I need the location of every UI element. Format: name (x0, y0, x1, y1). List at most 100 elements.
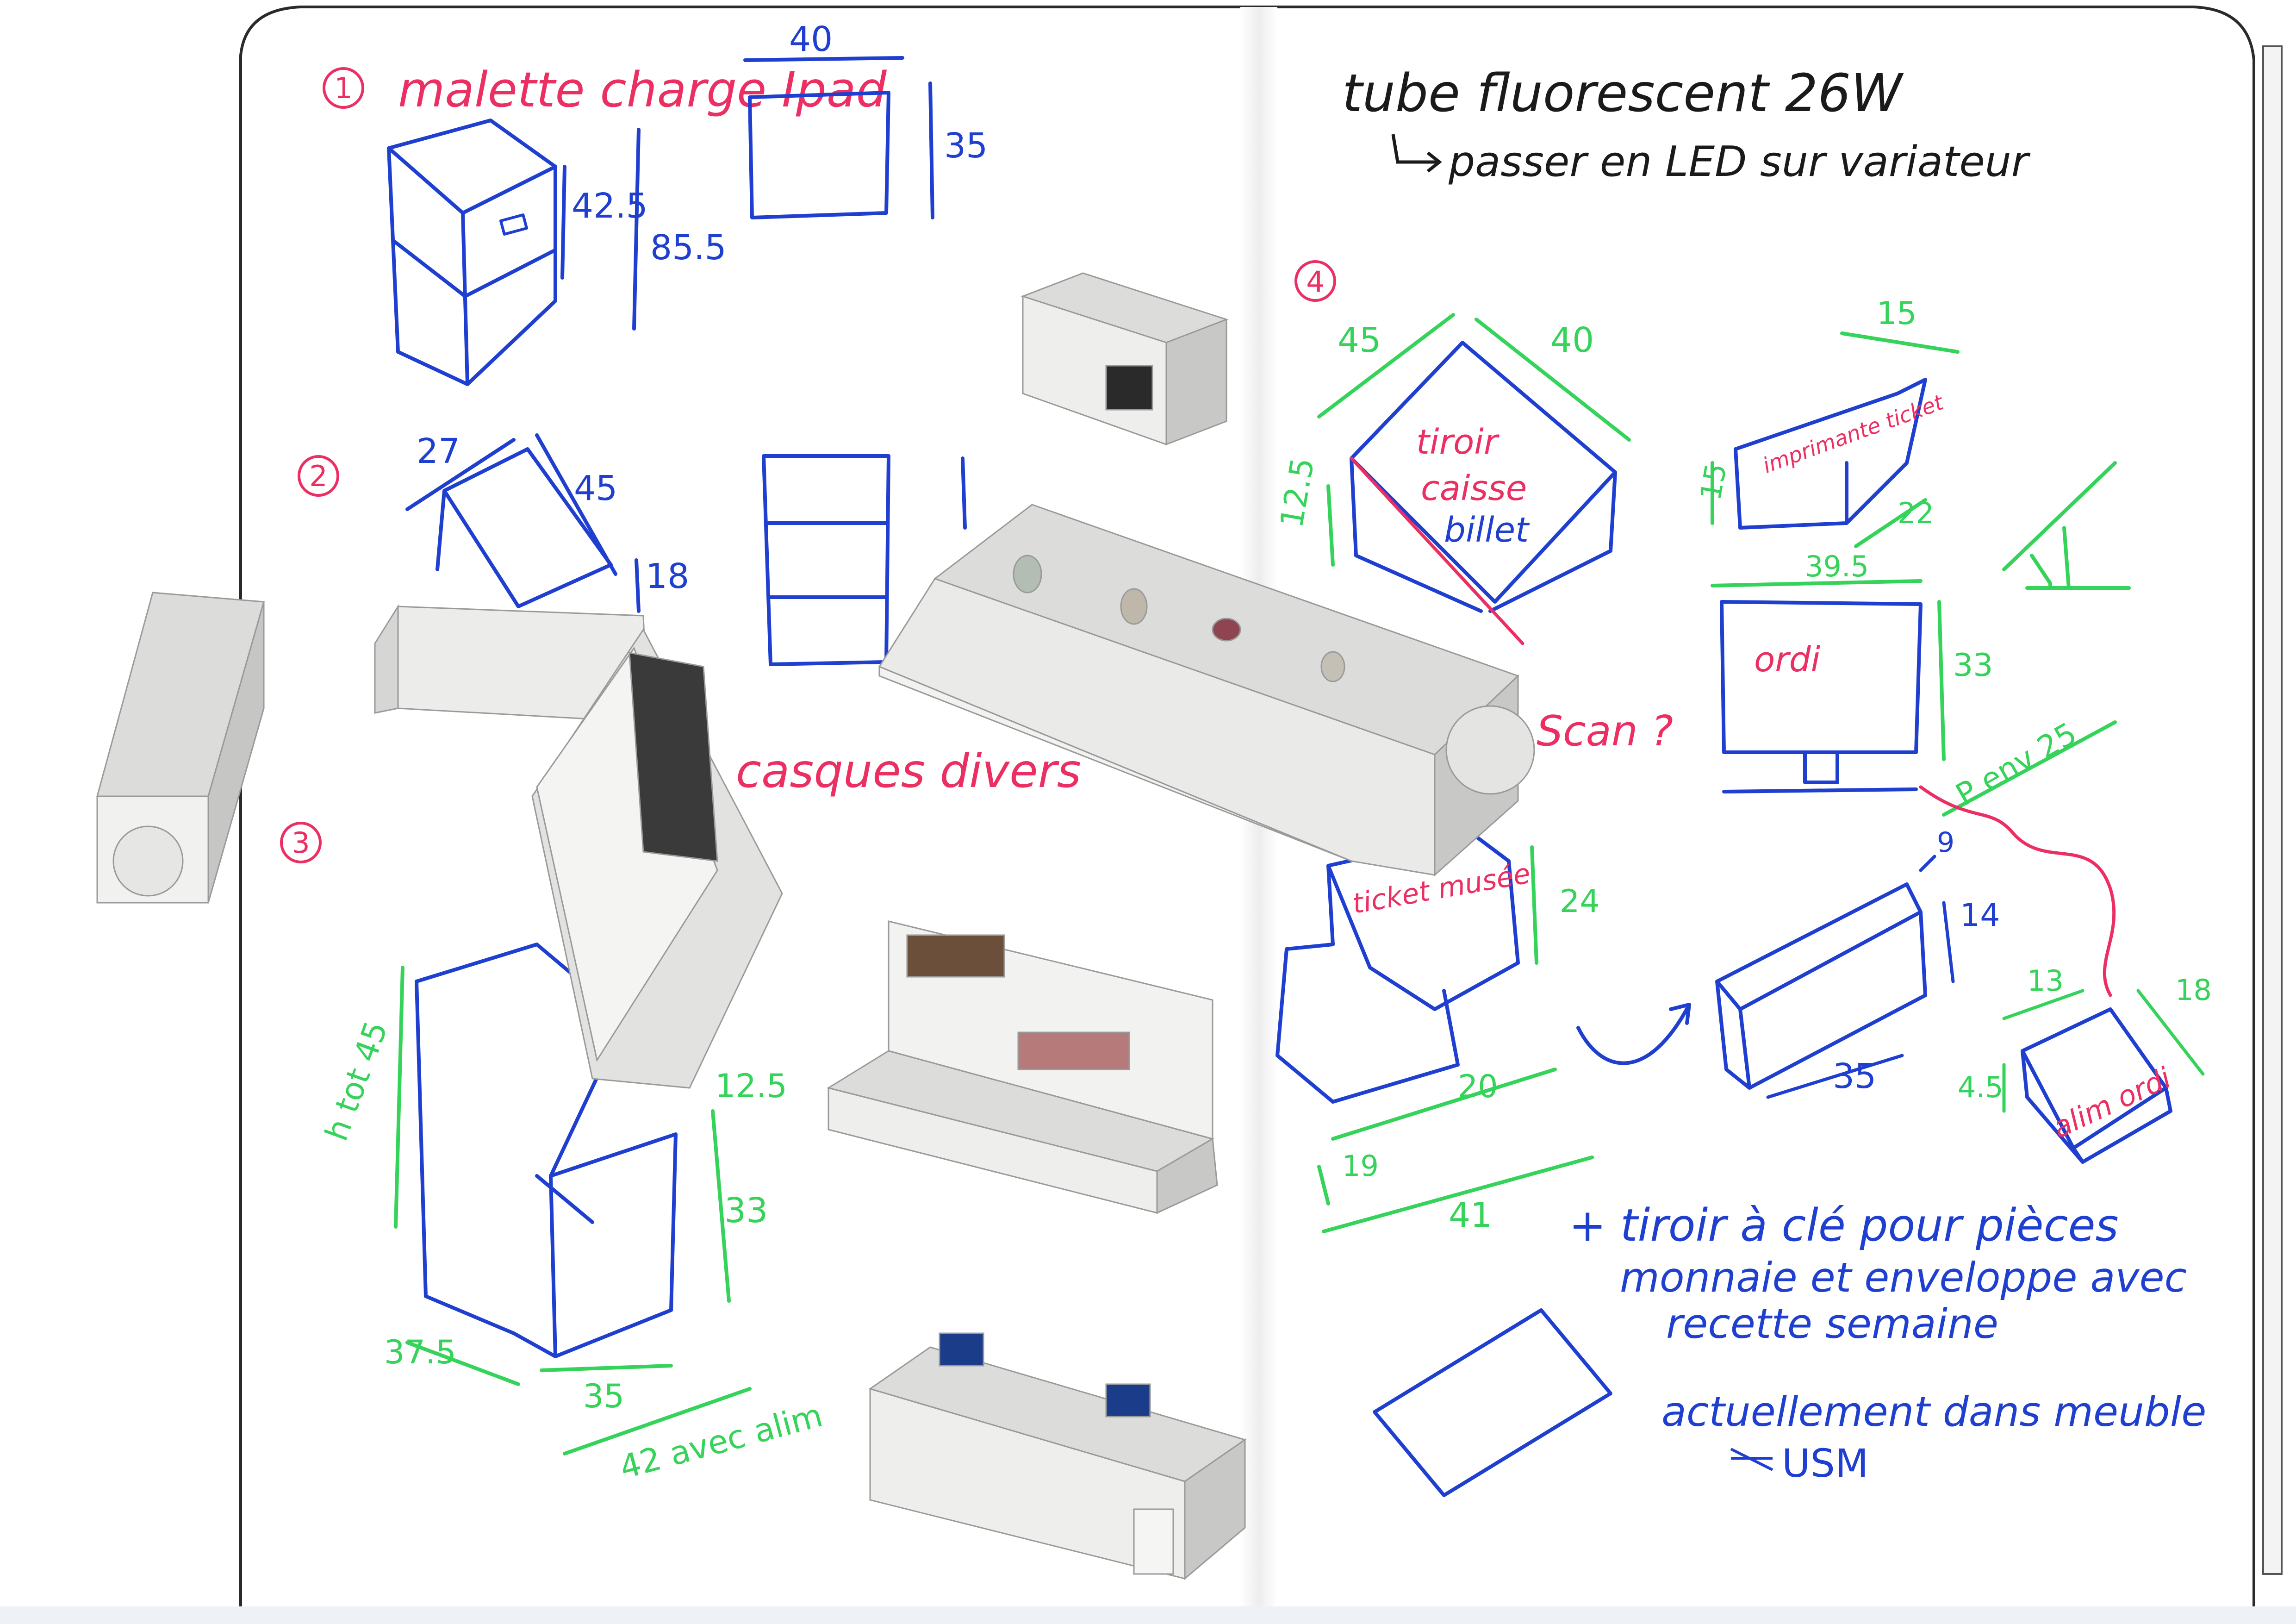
trough-shelves (878, 665, 1352, 862)
item4-number: 4 (1306, 265, 1324, 299)
computer-dim-lines (1711, 579, 2117, 817)
computer-monitor (1720, 600, 1923, 793)
scan-note: Scan ? (1537, 707, 1673, 756)
model-brochure-stand-render (374, 604, 783, 1089)
item2-dim-h: 18 (646, 556, 689, 596)
drawer-label-line3: billet (1444, 510, 1530, 550)
right-page-header: tube fluorescent 26W passer en LED sur v… (1342, 63, 2031, 186)
notes-line4: actuellement dans meuble (1661, 1388, 2206, 1436)
shelves-side (1156, 1137, 1218, 1214)
computer-dim-h: 33 (1953, 647, 1993, 684)
item3-dim-inner: 12.5 (715, 1067, 787, 1105)
notes-line5: USM (1782, 1441, 1868, 1486)
notes-line1: + tiroir à clé pour pièces (1569, 1199, 2119, 1251)
headset-dim-lines (405, 433, 641, 613)
item2-number-circle (298, 455, 339, 497)
model-trough-render (878, 504, 1535, 877)
stand-tube-end (374, 604, 399, 714)
item1-number-circle (323, 67, 364, 109)
trough-vase-3 (1212, 618, 1241, 642)
model-cabinet-render (1020, 272, 1229, 446)
alim-dim-d: 18 (2175, 973, 2212, 1007)
desk-side (1184, 1438, 1246, 1580)
bar-box (1576, 1003, 1691, 1065)
shelves-cards (1017, 1031, 1130, 1070)
notebook-right-page (1257, 6, 2255, 1617)
desk-cpu (1133, 1508, 1174, 1575)
shelves-books (906, 934, 1005, 978)
scanner-stand (2002, 461, 2131, 590)
item1-dim-total: 85.5 (650, 228, 727, 268)
header-arrow (1391, 134, 1442, 173)
item3-number-circle (280, 822, 322, 863)
notes-line2: monnaie et enveloppe avec (1620, 1254, 2187, 1301)
computer-label: ordi (1754, 640, 1821, 680)
page-bottom-strip (0, 1606, 2296, 1624)
bar-dim-d: 14 (1960, 897, 2000, 934)
ticket-printer-dim-total: 41 (1449, 1195, 1492, 1235)
trough-vase-4 (1320, 651, 1345, 682)
item1-title: malette charge Ipad (398, 62, 887, 118)
right-page-notes: + tiroir à clé pour pièces monnaie et en… (1373, 1199, 2206, 1497)
cabinet-oven (1105, 365, 1153, 411)
trough-end-hole (1445, 705, 1535, 795)
item2-number: 2 (309, 459, 327, 493)
bar-dim-w: 35 (1833, 1056, 1876, 1096)
model-column-render (96, 592, 265, 904)
trough-vase-1 (1013, 555, 1042, 593)
bar-dim-h: 9 (1937, 826, 1954, 859)
kiosk-dim-lines (394, 966, 752, 1455)
printer-dim-h: 15 (1693, 461, 1733, 502)
bar-prism (1715, 882, 1927, 1090)
model-stepped-shelves-render (827, 920, 1218, 1214)
desk-monitor-1 (939, 1332, 984, 1367)
drawer-label-line2: caisse (1421, 468, 1527, 508)
notes-line3: recette semaine (1666, 1300, 1998, 1348)
item4-number-circle (1294, 260, 1336, 302)
alim-dim-w: 13 (2027, 964, 2064, 998)
item1-dim-inner: 42.5 (572, 186, 648, 226)
printer-dim-d: 22 (1898, 496, 1934, 530)
desk-monitor-2 (1105, 1383, 1151, 1418)
item1-sketch: 1 malette charge Ipad 42.5 85.5 40 35 (323, 19, 988, 386)
drawer-label-line1: tiroir (1416, 422, 1500, 462)
header-line2: passer en LED sur variateur (1448, 137, 2031, 186)
ticket-printer-dim-d: 19 (1342, 1149, 1379, 1183)
item3-dim-h: 33 (724, 1191, 768, 1230)
computer-dim-w: 39.5 (1805, 550, 1869, 583)
trough-vase-2 (1120, 588, 1148, 625)
item1-number: 1 (334, 71, 352, 105)
computer-cable (1919, 785, 2116, 997)
item4-dim-d: 45 (1338, 320, 1381, 360)
printer-dim-w: 15 (1877, 295, 1917, 332)
item2-sketch: 2 27 45 18 casques divers (298, 431, 1081, 798)
cash-drawer-dim-lines (1317, 313, 1631, 567)
item2-label: casques divers (736, 744, 1081, 798)
ipad-case-box (387, 119, 557, 386)
notebook-left-page (239, 6, 1260, 1617)
ticket-printer-dim-w: 20 (1458, 1068, 1498, 1105)
item4-dim-w: 40 (1550, 320, 1594, 360)
receipt-printer-dim-lines (1711, 331, 1960, 548)
header-line1: tube fluorescent 26W (1342, 63, 1904, 124)
item3-number: 3 (292, 826, 310, 860)
alim-box (2021, 1007, 2172, 1164)
model-reception-desk-render (868, 1332, 1247, 1580)
cabinet-side (1165, 318, 1227, 446)
page-stack-edge (2262, 45, 2283, 1575)
receipt-printer-box (1734, 378, 1927, 530)
notebook (0, 6, 2296, 1624)
item3-dim-w: 35 (583, 1377, 624, 1415)
notes-sketch-box (1373, 1308, 1612, 1497)
item2-dim-d: 45 (574, 468, 617, 508)
bar-dim-lines (1766, 855, 1955, 1099)
item1-dim-side: 35 (944, 126, 988, 166)
ipad-case-handle (499, 213, 529, 236)
ticket-printer-dim-lines (1317, 845, 1594, 1233)
kiosk-stand (415, 943, 678, 1358)
ipad-case-front-view (743, 56, 934, 219)
alim-dim-lines (2002, 989, 2205, 1113)
column-hole (112, 825, 184, 897)
alim-dim-h: 4.5 (1958, 1070, 2004, 1104)
